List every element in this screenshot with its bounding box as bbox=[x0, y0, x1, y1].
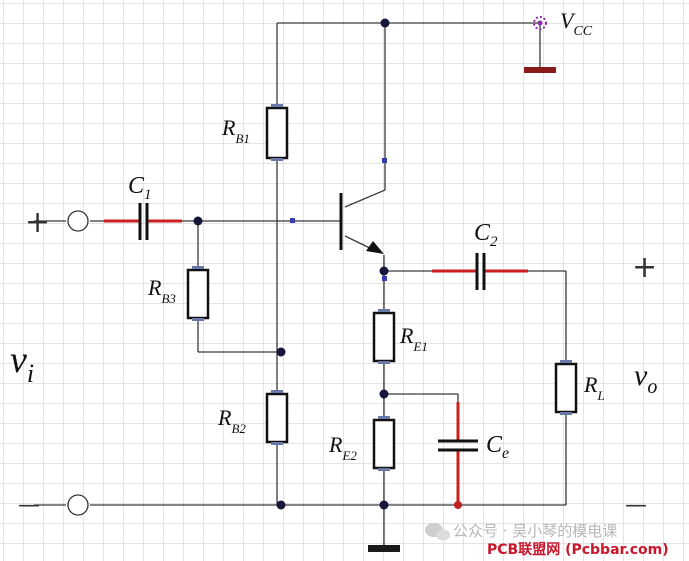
vcc-label: VCC bbox=[560, 8, 593, 39]
resistor-re1 bbox=[372, 309, 396, 364]
emitter-arrow bbox=[366, 241, 384, 254]
resistor-rb1 bbox=[265, 104, 289, 161]
input-terminal-bottom bbox=[67, 494, 89, 516]
capacitor-c2 bbox=[432, 253, 528, 290]
resistor-rb3 bbox=[186, 266, 210, 321]
rb3-label: RB3 bbox=[147, 275, 176, 306]
vi-label: vi bbox=[10, 339, 34, 388]
resistor-re2 bbox=[372, 416, 396, 471]
ground-bar bbox=[368, 545, 400, 552]
junction-nodes bbox=[193, 18, 462, 510]
input-terminal-top bbox=[67, 210, 89, 232]
re2-label: RE2 bbox=[328, 432, 357, 463]
vcc-bar bbox=[524, 67, 556, 73]
output-minus-sign: — bbox=[625, 493, 647, 518]
vo-label: vo bbox=[634, 359, 657, 398]
vcc-marker bbox=[533, 16, 547, 30]
capacitor-ce bbox=[438, 402, 478, 505]
capacitor-c1 bbox=[104, 203, 182, 240]
output-plus-sign: + bbox=[632, 250, 657, 285]
c1-label: C1 bbox=[128, 173, 152, 203]
re1-label: RE1 bbox=[399, 323, 428, 354]
input-minus-sign: — bbox=[18, 493, 40, 518]
connection-marks bbox=[290, 158, 387, 281]
watermark-wechat: 公众号 · 吴小琴的模电课 bbox=[453, 522, 617, 540]
wechat-logo-icon bbox=[425, 523, 450, 541]
resistor-rb2 bbox=[265, 390, 289, 445]
ce-label: Ce bbox=[486, 432, 509, 462]
input-plus-sign: + bbox=[25, 205, 50, 240]
resistor-rl bbox=[554, 360, 578, 415]
c2-label: C2 bbox=[474, 220, 498, 250]
rb2-label: RB2 bbox=[217, 405, 246, 436]
watermark-site: PCB联盟网 (Pcbbar.com) bbox=[487, 542, 669, 558]
rb1-label: RB1 bbox=[221, 115, 250, 146]
rl-label: RL bbox=[583, 372, 605, 403]
